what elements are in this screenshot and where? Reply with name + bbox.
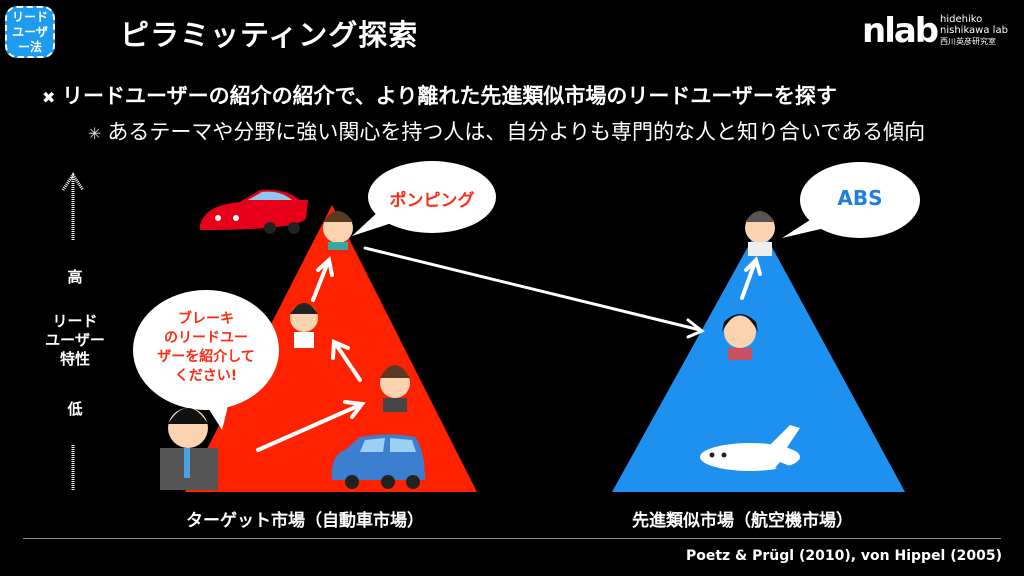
main-bullet-text: リードユーザーの紹介の紹介で、より離れた先進類似市場のリードユーザーを探す (62, 84, 837, 108)
axis-high: 高 (67, 268, 83, 286)
aviation-expert-icon (745, 211, 775, 256)
page-title: ピラミッティング探索 (120, 18, 419, 52)
request-line: のリードユー (164, 330, 248, 346)
axis-arrow (61, 172, 85, 490)
divider (23, 538, 1001, 539)
abs-bubble (800, 162, 920, 238)
badge-line2: ユーザー法 (12, 24, 48, 54)
logo-mark: nlab (862, 11, 939, 51)
citation: Poetz & Prügl (2010), von Hippel (2005) (685, 548, 1002, 564)
request-line: ザーを紹介して (157, 349, 255, 365)
target-market-label: ターゲット市場（自動車市場） (186, 511, 424, 531)
main-bullet: ✖ リードユーザーの紹介の紹介で、より離れた先進類似市場のリードユーザーを探す (42, 80, 837, 110)
logo-line2: nishikawa lab (940, 25, 1008, 36)
businessman-icon (380, 365, 410, 412)
badge-line1: リード (11, 9, 48, 24)
axis-label-line: ユーザー (45, 331, 105, 349)
request-line: ブレーキ (178, 311, 234, 327)
request-bubble (133, 290, 279, 410)
axis-label-line: リード (52, 312, 98, 330)
logo-line1: hidehiko (940, 14, 983, 25)
abs-bubble-text: ABS (837, 186, 883, 210)
sub-bullet: ✳ あるテーマや分野に強い関心を持つ人は、自分よりも専門的な人と知り合いである傾向 (88, 116, 1008, 150)
axis-low: 低 (67, 400, 83, 418)
sub-bullet-text: あるテーマや分野に強い関心を持つ人は、自分よりも専門的な人と知り合いである傾向 (107, 120, 926, 144)
bubble-tail (200, 390, 232, 430)
person-icons (160, 211, 800, 490)
logo-line3: 西川英彦研究室 (940, 37, 996, 46)
lab-logo: nlab hidehiko nishikawa lab 西川英彦研究室 (862, 11, 1008, 51)
airplane-icon (700, 425, 800, 474)
analog-market-label: 先進類似市場（航空機市場） (632, 511, 853, 531)
pumping-bubble-text: ポンピング (389, 191, 475, 211)
top-lead-user-icon (323, 211, 353, 250)
bullet-icon: ✖ (42, 88, 56, 107)
bubble-tail (352, 210, 395, 236)
request-line: ください! (174, 368, 238, 384)
method-badge: リード ユーザー法 (5, 6, 55, 58)
pumping-bubble (368, 161, 496, 233)
asterisk-icon: ✳ (88, 124, 102, 143)
bubble-tail (782, 220, 825, 238)
referral-arrows (256, 246, 762, 452)
axis-label-line: 特性 (59, 350, 90, 368)
blue-car-icon (331, 434, 425, 489)
scientist-icon (290, 303, 318, 348)
target-market-pyramid (185, 205, 477, 492)
woman-icon (722, 314, 758, 360)
request-bubble-text: ブレーキ のリードユー ザーを紹介して ください! (134, 310, 278, 386)
caller-icon (160, 408, 218, 490)
analog-market-pyramid (612, 225, 905, 492)
red-car-icon (200, 189, 308, 234)
axis-label: リード ユーザー 特性 (40, 312, 110, 369)
